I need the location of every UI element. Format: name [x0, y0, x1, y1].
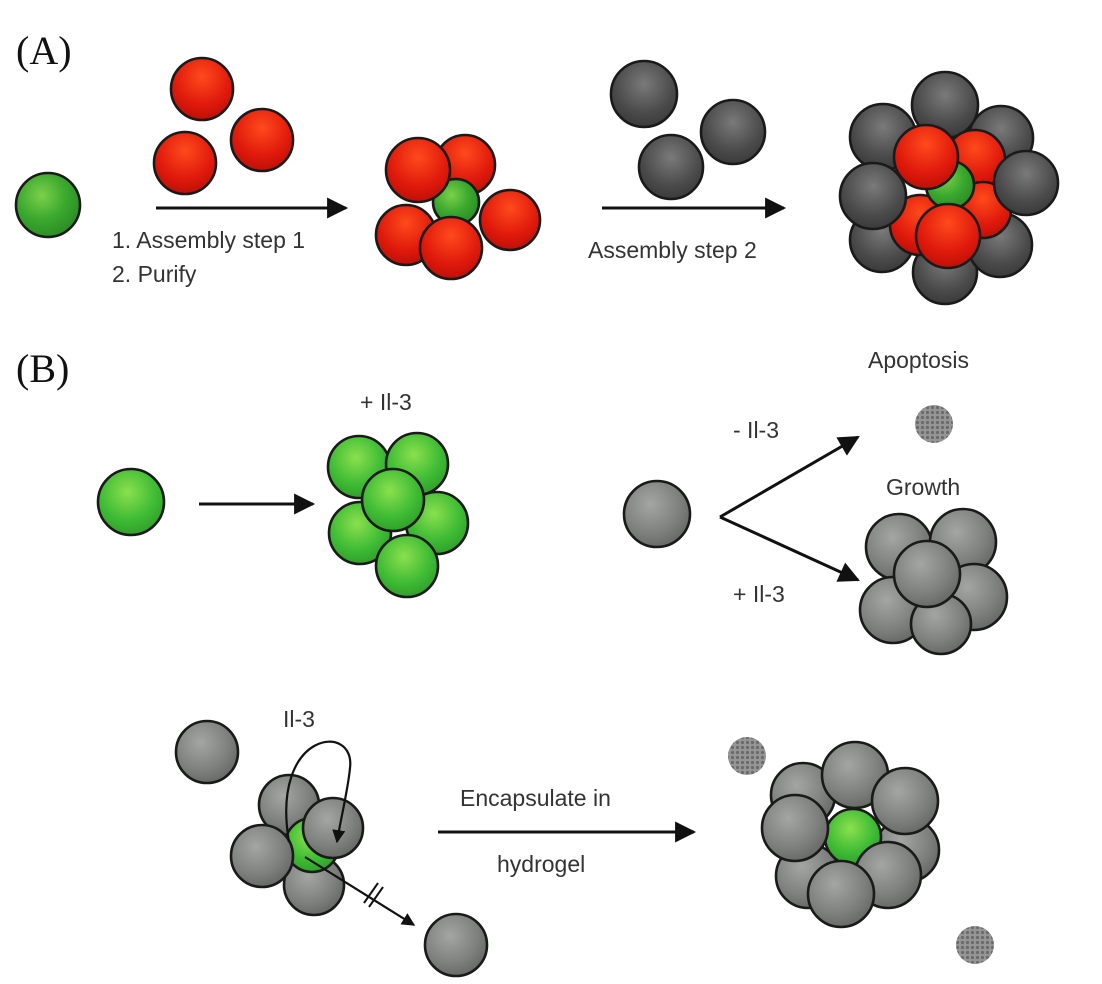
gray-cell — [870, 766, 940, 836]
gray-growth-cluster — [858, 507, 1009, 656]
minus-il3-label: - Il-3 — [733, 417, 779, 443]
panel-b-label: (B) — [16, 346, 69, 391]
red-cell — [384, 136, 452, 204]
red-cell — [152, 130, 218, 196]
plus-il3-top-label: + Il-3 — [360, 389, 412, 415]
gray-cell — [229, 823, 295, 889]
panel-a-label: (A) — [16, 28, 72, 73]
gray-cell — [174, 719, 240, 785]
red-cell — [478, 188, 542, 252]
apoptotic-cell-icon — [956, 926, 994, 964]
dark-gray-cell — [637, 133, 705, 201]
encapsulated-cluster — [760, 740, 941, 929]
panel-a-red-cells-group — [152, 56, 295, 196]
red-cell — [914, 202, 982, 270]
gray-cell — [892, 539, 962, 609]
gray-cell — [622, 479, 692, 549]
green-cell — [374, 533, 440, 599]
plus-il3-arrow — [719, 515, 860, 582]
apoptotic-cell-icon — [728, 737, 766, 775]
red-cell — [418, 215, 484, 281]
assembly-step2-label: Assembly step 2 — [588, 237, 757, 263]
green-cell — [96, 467, 166, 537]
dark-gray-cell — [609, 59, 679, 129]
gray-cell — [301, 796, 365, 860]
dark-gray-cell — [838, 161, 908, 231]
apoptotic-cell-icon — [915, 405, 953, 443]
hydrogel-label: hydrogel — [497, 851, 585, 877]
green-cluster — [326, 431, 470, 599]
block-mark — [368, 886, 384, 908]
encapsulate-label: Encapsulate in — [460, 785, 611, 811]
panel-a-dark-cells-group — [609, 59, 767, 201]
green-cell — [14, 171, 82, 239]
il3-autocrine-loop-arrow — [285, 740, 352, 844]
gray-cell — [806, 859, 876, 929]
block-mark — [363, 882, 379, 904]
red-cell — [169, 56, 235, 122]
layered-cluster — [838, 70, 1060, 306]
il3-loop-label: Il-3 — [283, 706, 315, 732]
blocked-signal-arrow — [304, 856, 416, 926]
red-cell — [892, 123, 960, 191]
niche-cluster — [229, 773, 365, 917]
minus-il3-arrow — [719, 435, 860, 519]
dark-gray-cell — [699, 98, 767, 166]
red-green-cluster — [374, 133, 542, 281]
panel-a-start-cell — [14, 171, 82, 239]
gray-cell — [760, 793, 830, 863]
green-cell — [360, 467, 426, 533]
purify-label: 2. Purify — [112, 261, 197, 287]
assembly-step1-label: 1. Assembly step 1 — [112, 227, 305, 253]
growth-label: Growth — [886, 474, 960, 500]
dark-gray-cell — [992, 149, 1060, 217]
apoptosis-label: Apoptosis — [868, 347, 969, 373]
red-cell — [229, 107, 295, 173]
plus-il3-branch-label: + Il-3 — [733, 581, 785, 607]
gray-cell — [423, 912, 489, 978]
